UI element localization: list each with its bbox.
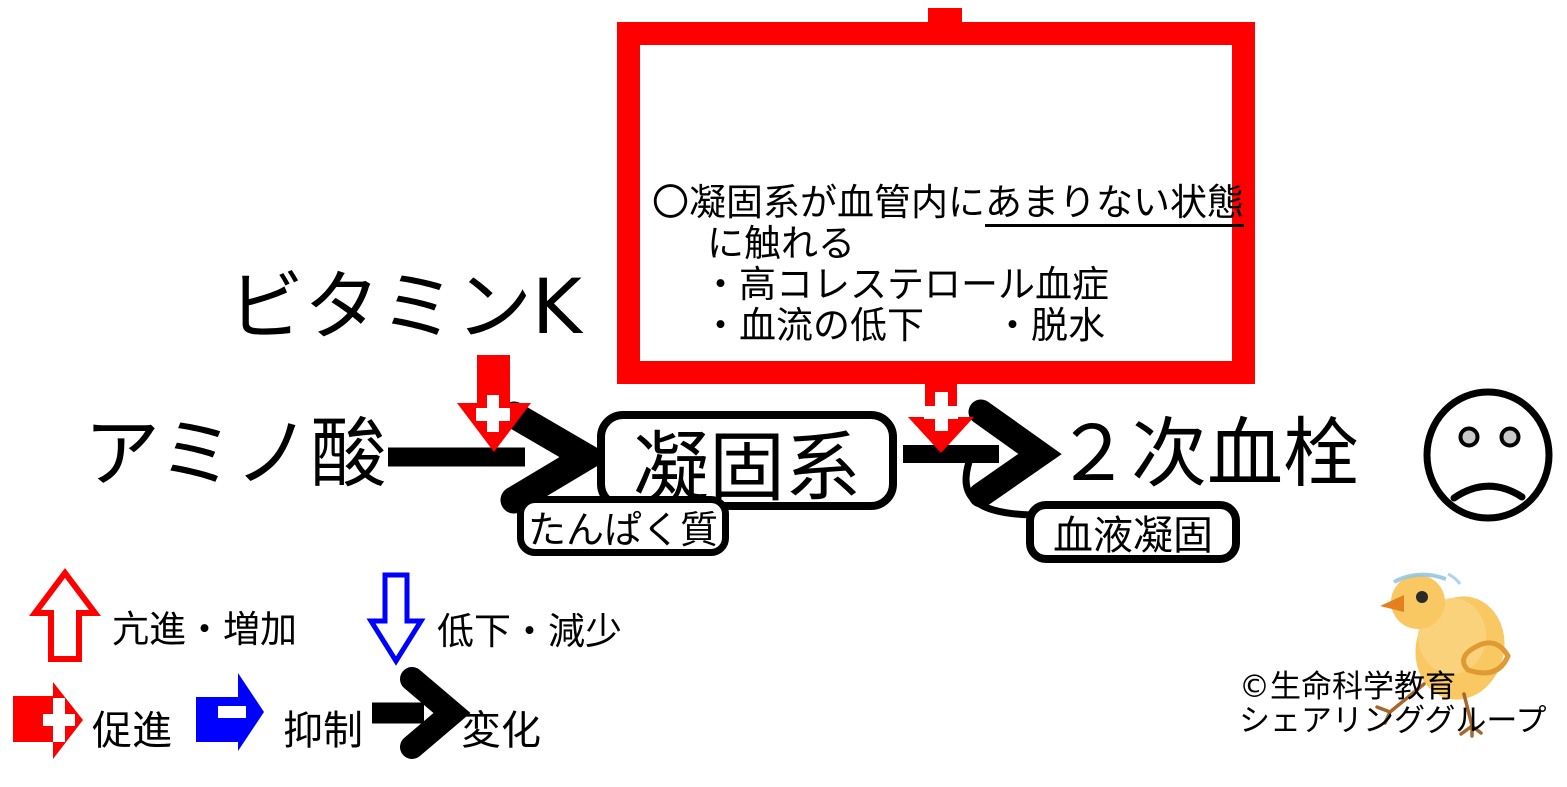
promote-arrow-icon [13,682,83,759]
protein-label: たんぱく質 [527,507,718,552]
secondary-thrombus-label: ２次血栓 [1055,409,1359,498]
credit: ©生命科学教育 シェアリンググループ [1239,670,1547,738]
vitamin-k-label: ビタミンK [228,262,582,351]
plus-icon [43,698,75,742]
credit-line-2: シェアリンググループ [1239,703,1547,739]
note-line-4-left: ・血流の低下 [702,304,924,347]
promote-arrow-note-box [908,383,974,453]
sad-face-icon [1423,388,1553,522]
left-eye [1458,426,1480,448]
note-box: 〇凝固系が血管内にあまりない状態 に触れる ・高コレステロール血症 ・血流の低下… [617,22,1255,384]
increase-up-arrow-icon [29,568,101,662]
decrease-label: 低下・減少 [437,610,622,653]
protein-box: たんぱく質 [517,496,729,556]
inhibit-label: 抑制 [283,708,363,754]
note-line-1: 〇凝固系が血管内にあまりない状態 [652,181,1244,227]
promote-arrow-vitamin-k [457,355,531,452]
change-arrow-icon [372,667,471,759]
increase-label: 亢進・増加 [112,608,297,651]
chick-illustration [1375,572,1511,738]
change-arrow-coag-to-thrombus [903,399,1062,508]
beak [1380,595,1404,612]
legs [1375,682,1483,738]
right-eye [1499,426,1521,448]
plus-icon [476,395,510,432]
note-line-1-underlined-text: あまりない状態 [985,181,1244,227]
note-line-3: ・高コレステロール血症 [702,263,1109,306]
blue-scribble [1393,572,1447,584]
note-line-1-text: 〇凝固系が血管内に [652,181,985,224]
minus-icon [218,706,246,718]
eye [1416,591,1428,603]
note-line-2: に触れる [707,222,855,265]
blood-coagulation-label: 血液凝固 [1053,513,1213,559]
frown-mouth [1450,482,1526,502]
credit-line-1: ©生命科学教育 [1239,669,1456,705]
change-arrow-amino-to-coag [388,401,613,514]
wing [1461,640,1511,676]
inhibit-arrow-icon [196,673,264,751]
change-label: 変化 [461,708,541,754]
decrease-down-arrow-icon [366,572,426,666]
note-line-4-right: ・脱水 [994,304,1105,347]
link-curve-blood-coagulation [962,451,1033,519]
note-line-4: ・血流の低下 ・脱水 [702,305,1224,346]
plus-icon [924,392,958,431]
blood-coagulation-box: 血液凝固 [1026,501,1240,563]
note-box-top-tab [928,8,962,26]
promote-label: 促進 [92,708,172,754]
amino-acid-label: アミノ酸 [84,409,387,498]
